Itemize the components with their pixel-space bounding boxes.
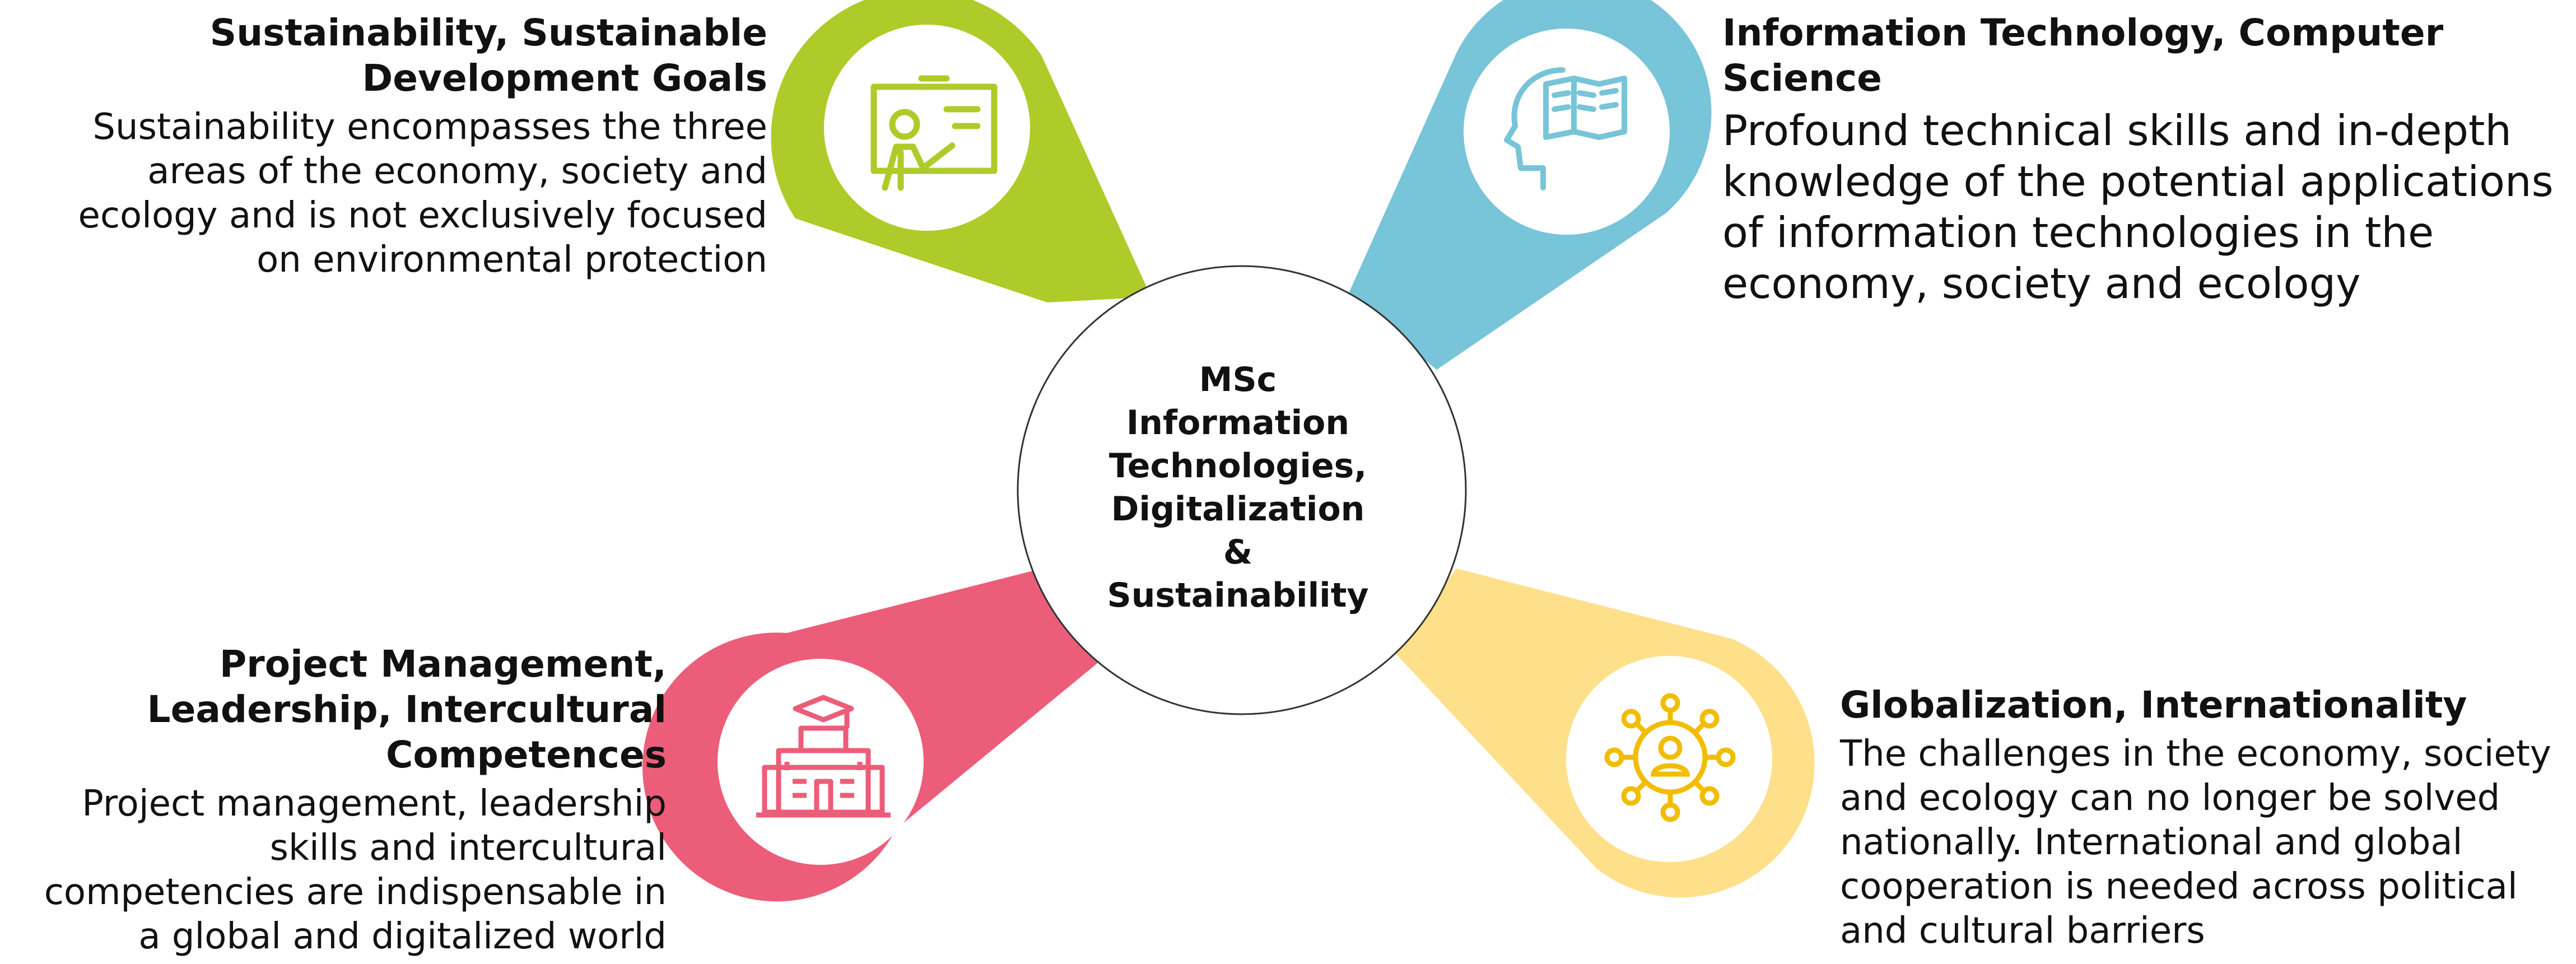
petal-globalization bbox=[1395, 569, 1815, 898]
university-building-icon bbox=[756, 695, 891, 818]
center-line: Sustainability bbox=[1107, 576, 1369, 615]
petal-sustainability bbox=[771, 0, 1151, 302]
topic-title-line: Development Goals bbox=[362, 57, 767, 100]
center-line: Digitalization bbox=[1111, 490, 1365, 529]
topic-title-line: Science bbox=[1722, 57, 1882, 100]
topic-body: Profound technical skills and in-depth k… bbox=[1722, 106, 2554, 308]
petal-information-technology bbox=[1347, 0, 1712, 370]
topic-globalization: Globalization, Internationality The chal… bbox=[1840, 682, 2563, 953]
topic-title-line: Information Technology, Computer bbox=[1722, 11, 2444, 54]
network-person-icon bbox=[1604, 693, 1736, 822]
topic-title: Globalization, Internationality bbox=[1840, 682, 2563, 728]
topic-sustainability: Sustainability, Sustainable Development … bbox=[34, 10, 767, 282]
icon-disc bbox=[718, 659, 924, 865]
center-line: & bbox=[1223, 533, 1253, 572]
topic-title: Information Technology, Computer Science bbox=[1722, 10, 2563, 101]
center-line: MSc bbox=[1199, 360, 1277, 399]
topic-title-line: Leadership, Intercultural bbox=[147, 688, 667, 731]
topic-information-technology: Information Technology, Computer Science… bbox=[1722, 10, 2563, 309]
center-title: MSc Information Technologies, Digitaliza… bbox=[1042, 358, 1434, 617]
petal-project-management bbox=[642, 569, 1103, 902]
topic-title-line: Globalization, Internationality bbox=[1840, 683, 2467, 727]
topic-body: Sustainability encompasses the three are… bbox=[78, 106, 767, 281]
teacher-presentation-icon bbox=[870, 75, 998, 191]
topic-body: The challenges in the economy, society a… bbox=[1840, 733, 2551, 952]
center-line: Technologies, bbox=[1108, 446, 1367, 486]
topic-body: Project management, leadership skills an… bbox=[44, 783, 667, 957]
center-line: Information bbox=[1126, 403, 1350, 443]
head-book-icon bbox=[1504, 67, 1627, 190]
topic-title: Sustainability, Sustainable Development … bbox=[34, 10, 767, 101]
center-circle bbox=[1017, 265, 1467, 715]
topic-title-line: Competences bbox=[385, 733, 667, 776]
topic-title: Project Management, Leadership, Intercul… bbox=[11, 641, 667, 777]
icon-disc bbox=[824, 25, 1030, 231]
topic-project-management: Project Management, Leadership, Intercul… bbox=[11, 641, 667, 959]
topic-title-line: Sustainability, Sustainable bbox=[209, 11, 767, 54]
topic-title-line: Project Management, bbox=[219, 642, 667, 686]
